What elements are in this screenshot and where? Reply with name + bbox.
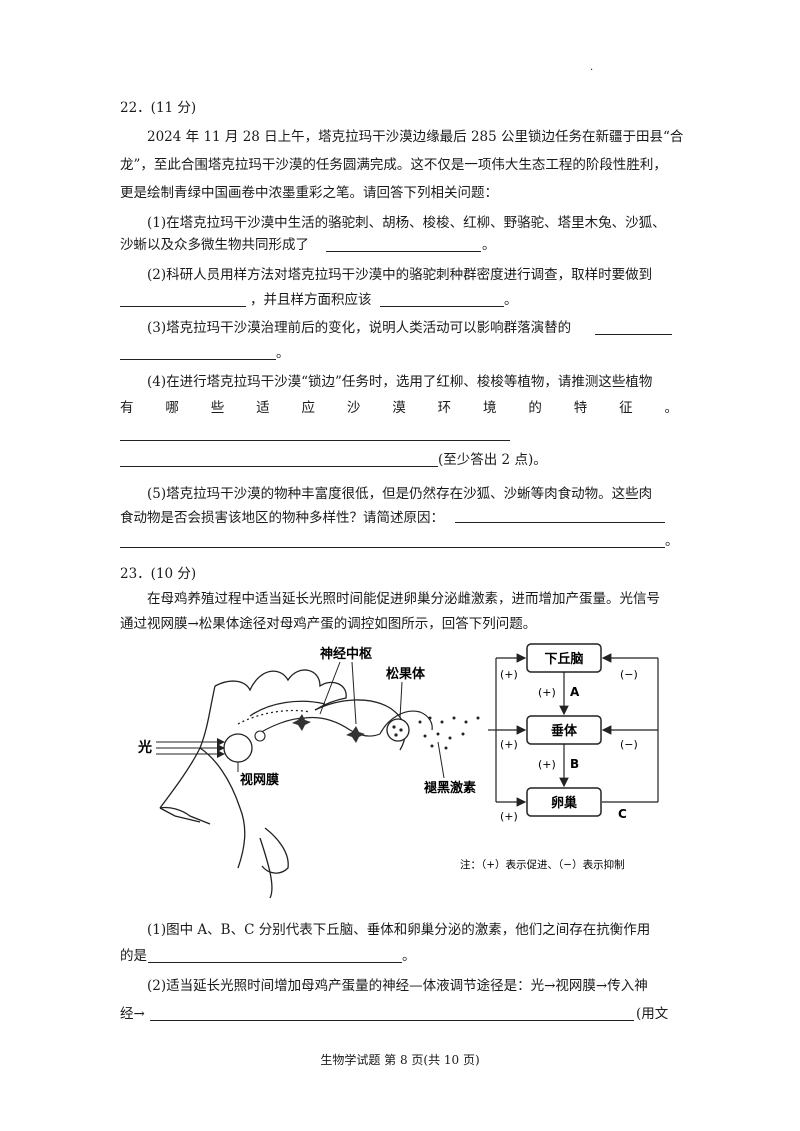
plus-sign: (+) bbox=[538, 686, 556, 699]
q22-part5-line-2: 食动物是否会损害该地区的物种多样性？请简述原因： bbox=[120, 510, 444, 526]
q23-part2-blank[interactable] bbox=[150, 1020, 634, 1021]
retina-label: 视网膜 bbox=[240, 772, 279, 788]
neuron-cell-bodies bbox=[292, 714, 365, 743]
q22-header: 22．(11 分) bbox=[120, 100, 197, 116]
q22-part4-char: 沙 bbox=[346, 400, 361, 416]
q22-part3-end: 。 bbox=[276, 345, 290, 361]
hen-regulation-diagram: 光 神经中枢 松果体 视网膜 褪黑激素 bbox=[137, 643, 659, 899]
q22-part5-blank-2[interactable] bbox=[120, 547, 665, 548]
pineal-gland-icon bbox=[386, 718, 410, 742]
q22-part5-blank-1[interactable] bbox=[455, 522, 665, 523]
q22-intro-line-1: 2024 年 11 月 28 日上午，塔克拉玛干沙漠边缘最后 285 公里锁边任… bbox=[147, 129, 684, 145]
plus-sign: (+) bbox=[500, 810, 518, 823]
q23-header: 23．(10 分) bbox=[120, 566, 197, 582]
minus-sign: (−) bbox=[620, 738, 638, 751]
hormone-b-label: B bbox=[570, 757, 579, 771]
q22-part2-end: 。 bbox=[504, 292, 518, 308]
q22-part1-line-1: (1)在塔克拉玛干沙漠中生活的骆驼刺、胡杨、梭梭、红柳、野骆驼、塔里木兔、沙狐、 bbox=[147, 215, 666, 231]
q23-part2-line-1: (2)适当延长光照时间增加母鸡产蛋量的神经—体液调节途径是：光→视网膜→传入神 bbox=[147, 978, 648, 994]
q22-part1-end: 。 bbox=[482, 237, 496, 253]
page-footer: 生物学试题 第 8 页(共 10 页) bbox=[320, 1053, 480, 1067]
q22-part4-char: 适 bbox=[256, 400, 270, 416]
q22-part2-line-1: (2)科研人员用样方法对塔克拉玛干沙漠中的骆驼刺种群密度进行调查，取样时要做到 bbox=[147, 267, 653, 283]
q22-part4-line-2: 有 哪 些 适 应 沙 漠 环 境 的 特 征 。 bbox=[120, 398, 678, 418]
hormone-a-label: A bbox=[570, 685, 580, 699]
ovary-box bbox=[526, 787, 602, 817]
q23-part1-blank[interactable] bbox=[148, 962, 402, 963]
q22-part4-char: 应 bbox=[301, 400, 316, 416]
nerve-center-label: 神经中枢 bbox=[320, 646, 372, 662]
q23-part2-line-2: 经→ bbox=[120, 1006, 145, 1022]
hormone-c-label: C bbox=[618, 807, 627, 821]
q22-part2-blank-2[interactable] bbox=[380, 306, 504, 307]
legend-note: 注：（+）表示促进、（−）表示抑制 bbox=[460, 858, 625, 871]
q22-part4-char: 特 bbox=[573, 400, 588, 416]
q23-part1-end: 。 bbox=[402, 948, 416, 964]
q22-part4-char: 。 bbox=[664, 400, 679, 416]
q22-part4-char: 漠 bbox=[392, 400, 406, 416]
q22-intro-line-2: 龙”，至此合围塔克拉玛干沙漠的任务圆满完成。这不仅是一项伟大生态工程的阶段性胜利… bbox=[120, 157, 667, 173]
minus-sign: (−) bbox=[620, 668, 638, 681]
q22-part3-line-1: (3)塔克拉玛干沙漠治理前后的变化，说明人类活动可以影响群落演替的 bbox=[147, 320, 572, 336]
melatonin-label: 褪黑激素 bbox=[424, 780, 476, 796]
q22-intro-line-3: 更是绘制青绿中国画卷中浓墨重彩之笔。请回答下列相关问题： bbox=[120, 185, 498, 201]
q23-part1-line-1: (1)图中 A、B、C 分别代表下丘脑、垂体和卵巢分泌的激素，他们之间存在抗衡作… bbox=[147, 922, 651, 938]
eye-icon bbox=[223, 733, 253, 763]
q22-part4-char: 境 bbox=[483, 400, 497, 416]
q22-part5-line-1: (5)塔克拉玛干沙漠的物种丰富度很低，但是仍然存在沙狐、沙蜥等肉食动物。这些肉 bbox=[147, 486, 653, 502]
plus-sign: (+) bbox=[500, 668, 518, 681]
q22-part4-char: 些 bbox=[210, 400, 225, 416]
light-label: 光 bbox=[137, 739, 152, 756]
q22-part4-char: 的 bbox=[528, 400, 542, 416]
q22-part1-blank[interactable] bbox=[326, 251, 481, 252]
q22-part4-line-1: (4)在进行塔克拉玛干沙漠“锁边”任务时，选用了红柳、梭梭等植物，请推测这些植物 bbox=[147, 374, 653, 390]
pituitary-box bbox=[526, 715, 602, 745]
q22-part3-blank-1[interactable] bbox=[595, 334, 672, 335]
light-arrows bbox=[156, 738, 225, 758]
q22-part5-end: 。 bbox=[665, 533, 679, 549]
corner-mark: . bbox=[590, 62, 594, 73]
ovary-label: 卵巢 bbox=[551, 795, 578, 811]
plus-sign: (+) bbox=[500, 738, 518, 751]
feedback-lines bbox=[488, 653, 659, 807]
q23-intro-line-2: 通过视网膜→松果体途径对母鸡产蛋的调控如图所示，回答下列问题。 bbox=[120, 616, 537, 632]
q22-part4-note: (至少答出 2 点)。 bbox=[438, 452, 547, 468]
q22-part4-char: 有 bbox=[120, 400, 134, 416]
q23-part1-line-2: 的是 bbox=[120, 948, 147, 964]
q22-part1-line-2: 沙蜥以及众多微生物共同形成了 bbox=[120, 237, 309, 253]
pituitary-label: 垂体 bbox=[551, 723, 578, 739]
q22-part4-char: 哪 bbox=[165, 400, 179, 416]
q22-part4-blank-2[interactable] bbox=[120, 466, 438, 467]
q22-part4-char: 环 bbox=[437, 400, 452, 416]
pineal-label: 松果体 bbox=[386, 666, 426, 682]
q23-part2-end: (用文 bbox=[636, 1006, 669, 1022]
q22-part4-blank-1[interactable] bbox=[120, 440, 510, 441]
hypothalamus-label: 下丘脑 bbox=[544, 651, 583, 667]
q22-part3-blank-2[interactable] bbox=[120, 359, 276, 360]
plus-sign: (+) bbox=[538, 758, 556, 771]
q23-intro-line-1: 在母鸡养殖过程中适当延长光照时间能促进卵巢分泌雌激素，进而增加产蛋量。光信号 bbox=[147, 591, 660, 607]
q22-part2-mid: ，并且样方面积应该 bbox=[250, 292, 372, 308]
hen-head-drawing bbox=[159, 669, 406, 899]
hypothalamus-box bbox=[526, 643, 602, 673]
q22-part4-char: 征 bbox=[619, 400, 633, 416]
melatonin-dots bbox=[418, 716, 480, 750]
q22-part2-blank-1[interactable] bbox=[120, 306, 246, 307]
